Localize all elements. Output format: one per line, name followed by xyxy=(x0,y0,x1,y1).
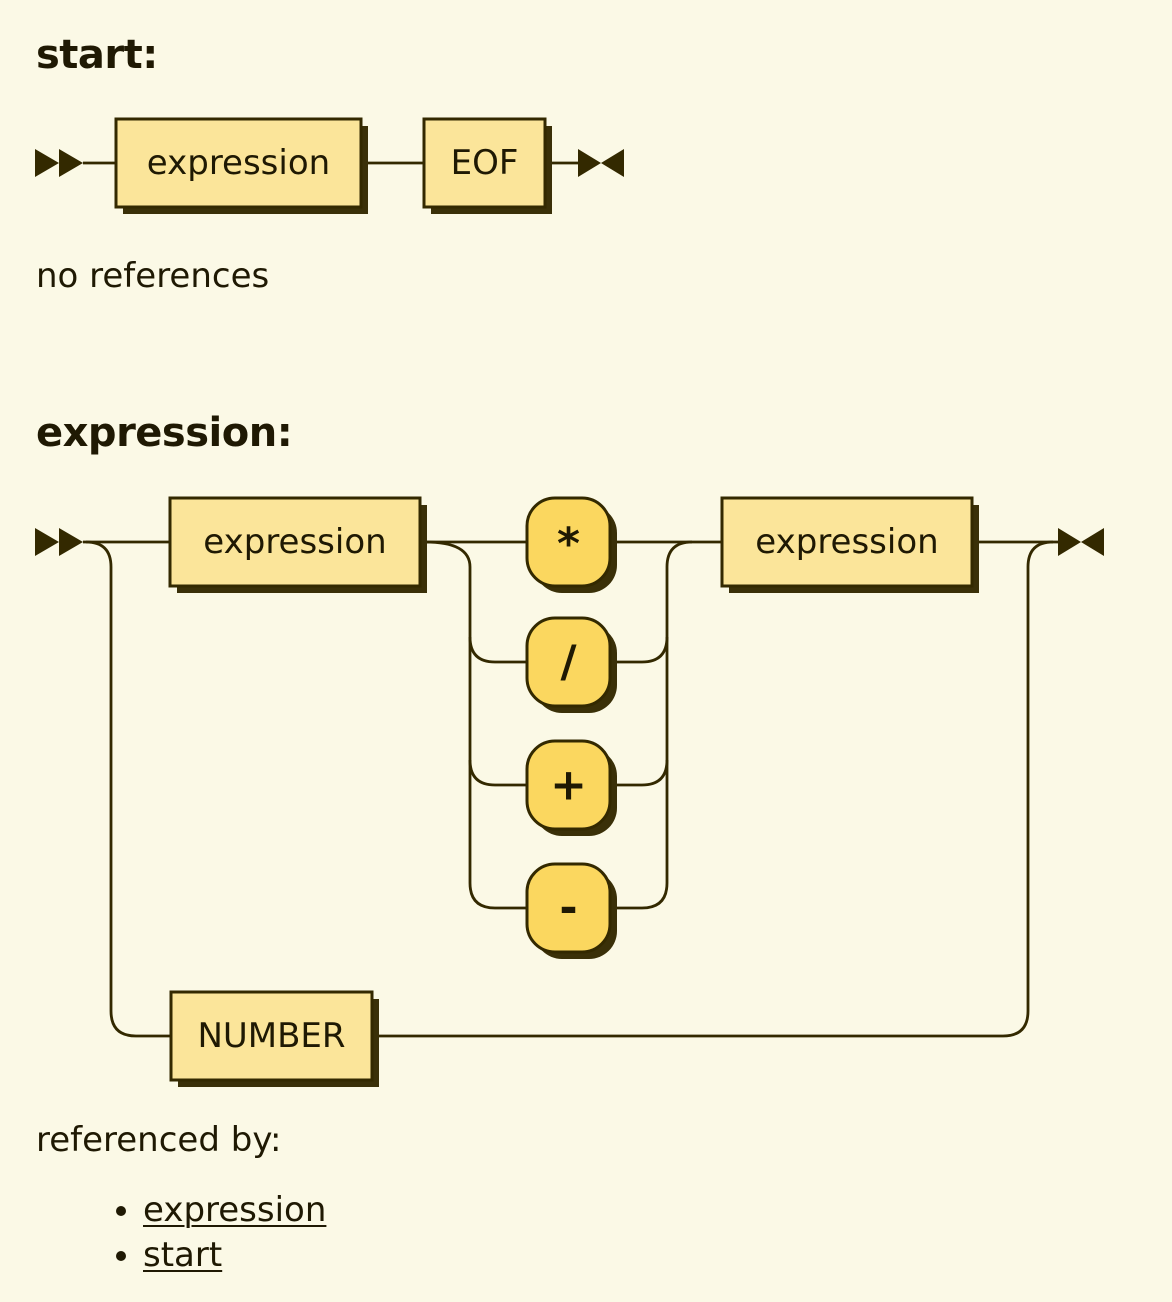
terminal-rect xyxy=(525,496,612,588)
terminal-box-star: * xyxy=(525,496,617,593)
no-references-note: no references xyxy=(36,256,270,296)
rule-heading-expression: expression: xyxy=(36,410,293,456)
rail-branch-number xyxy=(85,540,171,1038)
terminal-rect xyxy=(525,616,612,708)
rail-join-number xyxy=(372,540,1054,1038)
rail-branch-plus xyxy=(468,759,527,787)
terminal-rect xyxy=(525,739,612,831)
start-arrow-icon xyxy=(59,528,83,556)
start-arrow-icon xyxy=(35,528,59,556)
nonterminal-label: expression xyxy=(203,522,386,562)
token-label: EOF xyxy=(451,143,519,183)
terminal-rect xyxy=(525,862,612,954)
nonterminal-rect xyxy=(114,117,363,209)
rail-join-plus xyxy=(610,759,669,787)
railroad-diagram-start: expression EOF xyxy=(35,117,624,214)
rail-join-slash xyxy=(610,636,669,664)
terminal-box-plus: + xyxy=(525,739,617,836)
terminal-label: - xyxy=(559,883,577,934)
token-rect xyxy=(422,117,547,209)
referenced-by-label: referenced by: xyxy=(36,1120,282,1160)
nonterminal-box-expression-right[interactable]: expression xyxy=(720,496,979,593)
token-rect xyxy=(169,990,374,1082)
reference-link-expression[interactable]: expression xyxy=(143,1190,327,1230)
token-box-number: NUMBER xyxy=(169,990,379,1087)
rail-branch-slash xyxy=(468,636,527,664)
token-box-eof: EOF xyxy=(422,117,552,214)
list-item: start xyxy=(143,1233,326,1278)
start-arrow-icon xyxy=(59,149,83,177)
end-arrow-icon xyxy=(578,149,601,177)
reference-link-start[interactable]: start xyxy=(143,1234,223,1275)
nonterminal-label: expression xyxy=(755,522,938,562)
terminal-box-minus: - xyxy=(525,862,617,959)
token-label: NUMBER xyxy=(197,1016,345,1056)
terminal-label: + xyxy=(550,760,587,811)
rule-heading-start: start: xyxy=(36,32,158,78)
nonterminal-rect xyxy=(168,496,422,588)
start-arrow-icon xyxy=(35,149,59,177)
nonterminal-box-expression[interactable]: expression xyxy=(114,117,368,214)
nonterminal-rect xyxy=(720,496,974,588)
railroad-diagram-expression: expression * / + - expression xyxy=(35,496,1104,1087)
references-list: expression start xyxy=(0,1188,326,1278)
terminal-label: / xyxy=(560,637,577,688)
nonterminal-box-expression-left[interactable]: expression xyxy=(168,496,427,593)
list-item: expression xyxy=(143,1188,326,1233)
terminal-label: * xyxy=(557,519,580,570)
end-arrow-icon xyxy=(601,149,624,177)
nonterminal-label: expression xyxy=(147,143,330,183)
end-arrow-icon xyxy=(1081,528,1104,556)
rail-branch-operators xyxy=(424,540,527,910)
terminal-box-slash: / xyxy=(525,616,617,713)
end-arrow-icon xyxy=(1058,528,1081,556)
rail-join-operators xyxy=(610,540,693,910)
